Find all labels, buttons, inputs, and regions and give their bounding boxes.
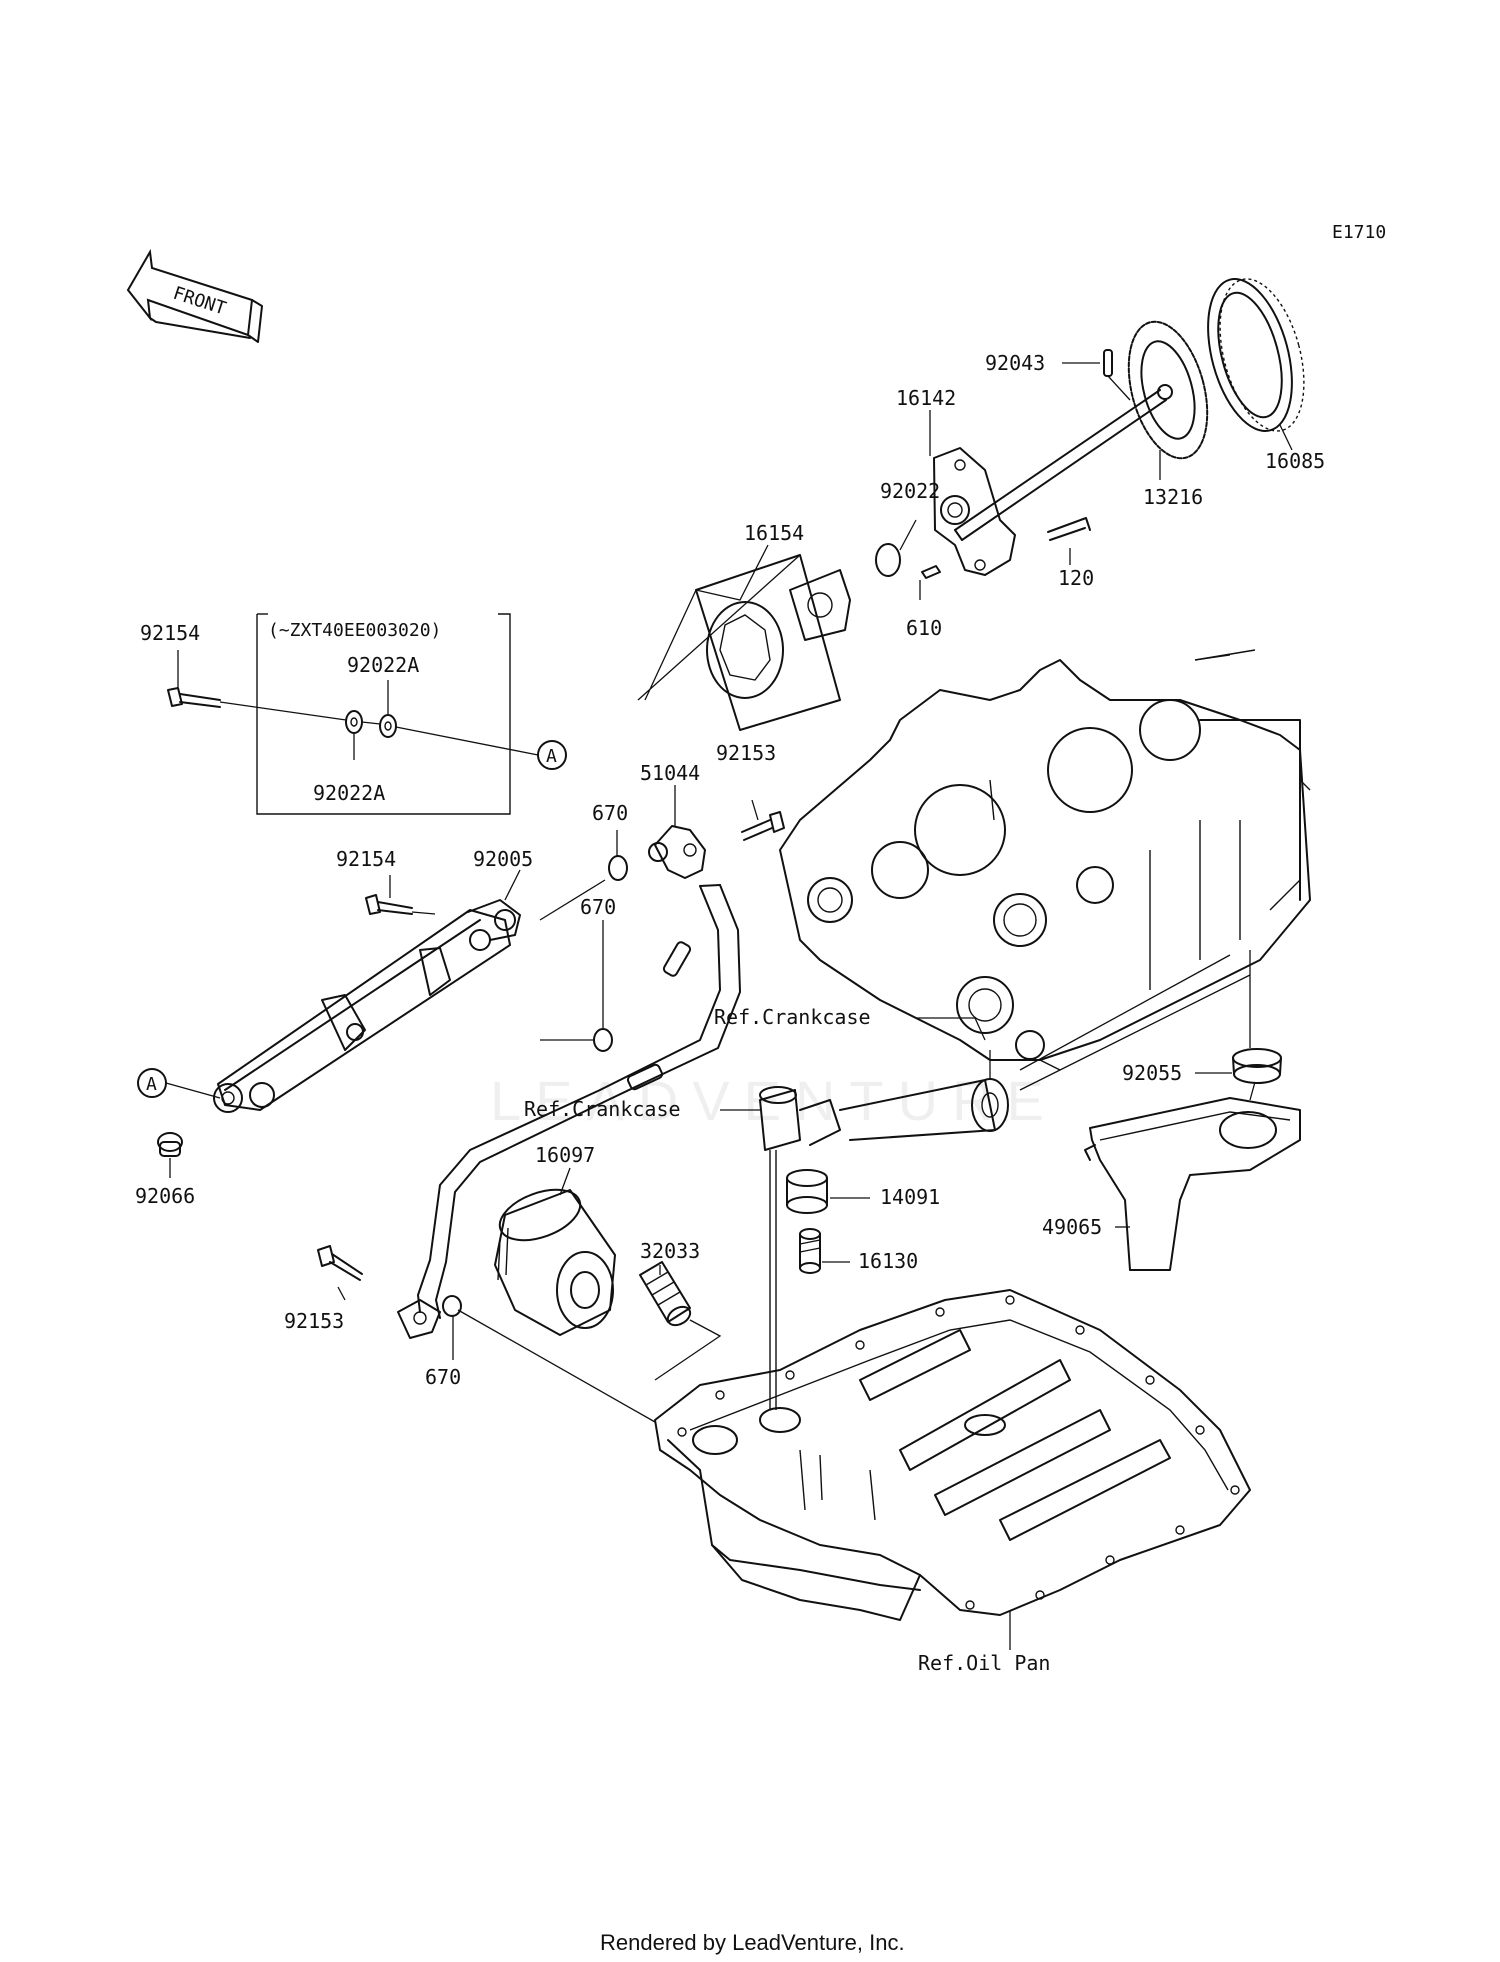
label-32033: 32033	[640, 1239, 700, 1263]
variant-note: (~ZXT40EE003020)	[268, 620, 441, 641]
leader-lines	[165, 362, 1293, 1650]
label-92153-bottom: 92153	[284, 1309, 344, 1333]
bolt-92154-top	[167, 687, 221, 708]
label-16130: 16130	[858, 1249, 918, 1273]
elbow-51044	[648, 825, 706, 879]
bracket-92005	[213, 899, 521, 1113]
oil-pipe	[397, 884, 741, 1339]
front-arrow-icon: FRONT	[126, 248, 263, 343]
label-92022A-bottom: 92022A	[313, 781, 385, 805]
label-120: 120	[1058, 566, 1094, 590]
relief-valve-16130	[799, 1228, 821, 1274]
oring-670-a	[608, 855, 628, 881]
washer-92022A-a	[345, 710, 363, 734]
pump-cover-16142	[933, 447, 1016, 576]
oil-passage-elbow	[759, 1078, 1009, 1410]
label-51044: 51044	[640, 761, 700, 785]
pin-610	[921, 565, 941, 579]
oring-670-c	[442, 1295, 462, 1317]
label-16142: 16142	[896, 386, 956, 410]
label-14091: 14091	[880, 1185, 940, 1209]
label-49065: 49065	[1042, 1215, 1102, 1239]
label-92022A-top: 92022A	[347, 653, 419, 677]
strainer-49065	[1084, 1097, 1301, 1271]
label-610: 610	[906, 616, 942, 640]
bolt-92154-mid	[365, 894, 413, 915]
label-92043: 92043	[985, 351, 1045, 375]
crankcase-ref	[779, 649, 1311, 1071]
label-13216: 13216	[1143, 485, 1203, 509]
oil-pan-ref	[654, 1289, 1251, 1621]
pump-shaft	[954, 389, 1167, 541]
oring-670-b	[593, 1028, 613, 1052]
label-ref-oil-pan: Ref.Oil Pan	[918, 1651, 1050, 1675]
rotor-16154	[695, 554, 851, 731]
diagram-code: E1710	[1332, 222, 1386, 243]
spacer-14091	[786, 1169, 828, 1214]
gear-16085	[1207, 278, 1305, 432]
label-670-c: 670	[425, 1365, 461, 1389]
circle-a-left-label: A	[146, 1074, 157, 1095]
label-92005: 92005	[473, 847, 533, 871]
cap-92055	[1232, 1048, 1282, 1084]
oring-92022	[875, 543, 901, 577]
label-92154-top: 92154	[140, 621, 200, 645]
bolt-120	[1047, 517, 1091, 541]
footer-credit: Rendered by LeadVenture, Inc.	[600, 1930, 905, 1955]
label-92153-top: 92153	[716, 741, 776, 765]
label-92055: 92055	[1122, 1061, 1182, 1085]
bolt-92153-top	[741, 811, 785, 841]
fitting-32033	[639, 1261, 692, 1327]
callout-labels: 92043 16142 16085 13216 92022 16154 120 …	[135, 351, 1325, 1675]
label-ref-crankcase-1: Ref.Crankcase	[714, 1005, 871, 1029]
plug-92066	[157, 1132, 183, 1157]
label-16085: 16085	[1265, 449, 1325, 473]
label-92022: 92022	[880, 479, 940, 503]
gear-13216	[1127, 320, 1209, 460]
washer-92022A-b	[379, 714, 397, 738]
label-670-b: 670	[580, 895, 616, 919]
oil-filter-16097	[494, 1188, 616, 1336]
variant-box: (~ZXT40EE003020)	[256, 613, 511, 815]
label-16154: 16154	[744, 521, 804, 545]
circle-a-top: A	[537, 740, 567, 770]
circle-a-top-label: A	[546, 746, 557, 767]
pin-92043	[1103, 349, 1113, 377]
circle-a-left: A	[137, 1068, 167, 1098]
label-ref-crankcase-2: Ref.Crankcase	[524, 1097, 681, 1121]
label-92154-mid: 92154	[336, 847, 396, 871]
label-92066: 92066	[135, 1184, 195, 1208]
bolt-92153-bottom	[317, 1245, 363, 1281]
label-16097: 16097	[535, 1143, 595, 1167]
label-670-a: 670	[592, 801, 628, 825]
